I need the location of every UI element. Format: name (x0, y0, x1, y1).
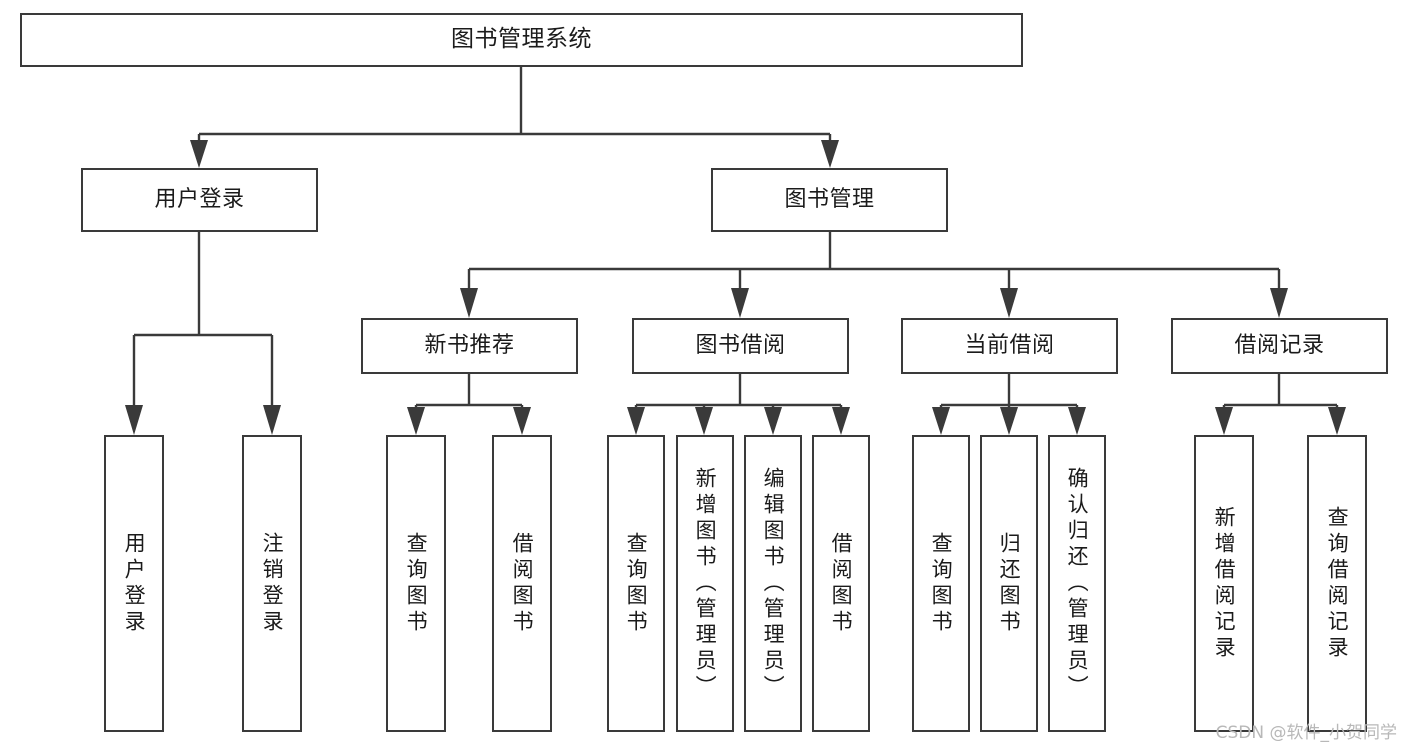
node-label: 借阅图书 (510, 531, 535, 636)
node-root-book-management-system[interactable]: 图书管理系统 (20, 13, 1023, 67)
node-label: 新增借阅记录 (1212, 505, 1237, 662)
leaf-borrow-edit-book-admin[interactable]: 编辑图书（管理员） (744, 435, 802, 732)
arrowhead-new-book-rec (460, 288, 478, 318)
arrowhead-borrow-record (1270, 288, 1288, 318)
node-label: 查询图书 (624, 531, 649, 636)
arrowhead-book-borrow (731, 288, 749, 318)
node-label: 归还图书 (997, 531, 1022, 636)
node-label: 新增图书（管理员） (693, 466, 718, 701)
node-label: 图书管理系统 (451, 26, 592, 53)
node-label: 查询借阅记录 (1325, 505, 1350, 662)
arrowhead-leaf-rec-query (407, 407, 425, 435)
arrowhead-leaf-cur-query (932, 407, 950, 435)
node-label: 借阅图书 (829, 531, 854, 636)
leaf-borrow-query-book[interactable]: 查询图书 (607, 435, 665, 732)
arrowhead-leaf-user-login (125, 405, 143, 435)
arrowhead-current-borrow (1000, 288, 1018, 318)
node-label: 查询图书 (929, 531, 954, 636)
leaf-borrow-add-book-admin[interactable]: 新增图书（管理员） (676, 435, 734, 732)
arrowhead-user-login (190, 140, 208, 168)
leaf-record-query-borrow-record[interactable]: 查询借阅记录 (1307, 435, 1367, 732)
arrowhead-leaf-borrow-add (695, 407, 713, 435)
arrowhead-leaf-user-logout (263, 405, 281, 435)
arrowhead-leaf-rec-add (1215, 407, 1233, 435)
node-label: 注销登录 (260, 531, 285, 636)
leaf-current-query-book[interactable]: 查询图书 (912, 435, 970, 732)
leaf-current-confirm-return-admin[interactable]: 确认归还（管理员） (1048, 435, 1106, 732)
node-label: 图书借阅 (695, 333, 786, 359)
node-label: 新书推荐 (424, 333, 515, 359)
node-label: 当前借阅 (964, 333, 1055, 359)
node-label: 确认归还（管理员） (1065, 466, 1090, 701)
leaf-recommend-query-book[interactable]: 查询图书 (386, 435, 446, 732)
leaf-record-add-borrow-record[interactable]: 新增借阅记录 (1194, 435, 1254, 732)
arrowhead-leaf-rec-search (1328, 407, 1346, 435)
arrowhead-leaf-borrow-edit (764, 407, 782, 435)
node-label: 借阅记录 (1234, 333, 1325, 359)
node-borrowing-record[interactable]: 借阅记录 (1171, 318, 1388, 374)
leaf-user-login[interactable]: 用户登录 (104, 435, 164, 732)
arrowhead-leaf-cur-return (1000, 407, 1018, 435)
arrowhead-book-manage (821, 140, 839, 168)
arrowhead-leaf-rec-borrow (513, 407, 531, 435)
leaf-borrow-lend-book[interactable]: 借阅图书 (812, 435, 870, 732)
leaf-current-return-book[interactable]: 归还图书 (980, 435, 1038, 732)
node-current-borrowing[interactable]: 当前借阅 (901, 318, 1118, 374)
leaf-user-logout[interactable]: 注销登录 (242, 435, 302, 732)
node-label: 用户登录 (154, 187, 245, 213)
node-user-login[interactable]: 用户登录 (81, 168, 318, 232)
leaf-recommend-borrow-book[interactable]: 借阅图书 (492, 435, 552, 732)
node-label: 编辑图书（管理员） (761, 466, 786, 701)
node-label: 查询图书 (404, 531, 429, 636)
node-book-management[interactable]: 图书管理 (711, 168, 948, 232)
node-new-book-recommendation[interactable]: 新书推荐 (361, 318, 578, 374)
node-book-borrowing[interactable]: 图书借阅 (632, 318, 849, 374)
arrowhead-leaf-borrow-lend (832, 407, 850, 435)
node-label: 用户登录 (122, 531, 147, 636)
csdn-watermark: CSDN @软件_小贺同学 (1215, 723, 1397, 743)
node-label: 图书管理 (784, 187, 875, 213)
arrowhead-leaf-borrow-query (627, 407, 645, 435)
arrowhead-leaf-cur-confirm (1068, 407, 1086, 435)
